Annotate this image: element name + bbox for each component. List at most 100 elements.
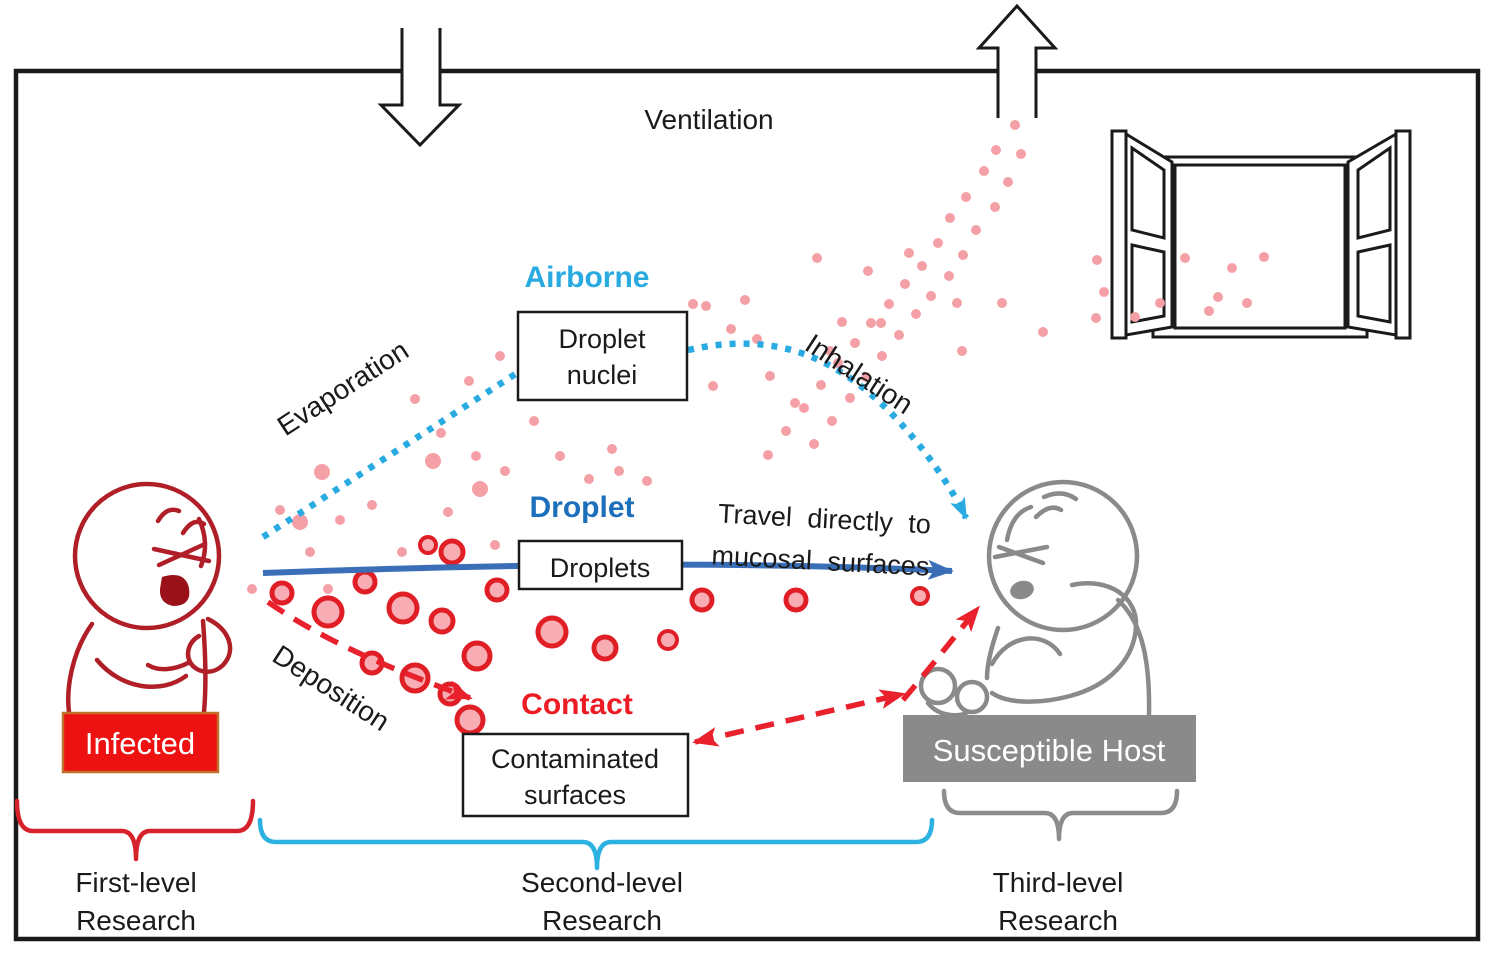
host-back [1115, 597, 1152, 717]
droplet-nuclei-box-frame [516, 310, 689, 402]
infected-body-right [200, 618, 208, 715]
inhalation-dotted-arrow [687, 340, 969, 520]
large-droplet [657, 629, 679, 651]
aerosol-dot [850, 338, 860, 348]
travel-directly-label-line1: Travel directly to [717, 498, 931, 539]
aerosol-dot [917, 261, 927, 271]
aerosol-dot [464, 376, 474, 386]
droplet-nuclei-text-line2: nuclei [567, 360, 638, 390]
large-droplet [910, 586, 930, 606]
droplet-nuclei-text-line1: Droplet [558, 324, 646, 354]
window-right-stile [1394, 129, 1412, 340]
aerosol-dot [990, 202, 1000, 212]
aerosol-dot [584, 474, 594, 484]
host-foot-line [925, 700, 971, 718]
aerosol-dot [305, 547, 315, 557]
large-droplet [783, 587, 809, 613]
aerosol-dot [833, 358, 843, 368]
aerosol-dot [1180, 253, 1190, 263]
window-left-pane-lower-panel [1130, 243, 1166, 324]
large-droplet [591, 634, 619, 662]
window-frame [1173, 163, 1347, 330]
aerosol-dot [490, 540, 500, 550]
host-torso-line [984, 625, 1001, 681]
aerosol-dot [884, 299, 894, 309]
infected-person-figure [66, 481, 233, 715]
aerosol-dot [495, 351, 505, 361]
aerosol-dot [335, 515, 345, 525]
aerosol-dot [500, 466, 510, 476]
contact-hand-face-dashed-arrow [900, 605, 981, 702]
aerosol-dot [436, 428, 446, 438]
infected-tag-box [61, 711, 220, 774]
aerosol-dot [991, 145, 1001, 155]
infected-chest [94, 657, 189, 689]
aerosol-dot [763, 450, 773, 460]
medium-droplet-dot [472, 481, 488, 497]
large-droplet [311, 595, 345, 629]
contaminated-surfaces-box: Contaminated surfaces [461, 732, 690, 818]
aerosol-dot [275, 505, 285, 515]
large-droplet [352, 569, 378, 595]
large-droplet [269, 580, 295, 606]
infected-brow-left [155, 507, 182, 524]
large-droplet [386, 591, 420, 625]
aerosol-dot [781, 426, 791, 436]
host-brow-left [1004, 504, 1034, 543]
aerosol-dot [866, 318, 876, 328]
aerosol-dot [397, 547, 407, 557]
window-left-stile [1110, 129, 1128, 340]
aerosol-dot [809, 439, 819, 449]
aerosol-dot [1016, 149, 1026, 159]
aerosol-dot [701, 301, 711, 311]
medium-droplet-dot [425, 453, 441, 469]
droplets-box: Droplets [517, 539, 684, 591]
aerosol-dot [367, 500, 377, 510]
aerosol-dot [1204, 306, 1214, 316]
aerosol-dot [642, 476, 652, 486]
droplets-text: Droplets [550, 553, 651, 583]
window-right-pane-upper-panel [1356, 145, 1392, 240]
large-droplets [269, 535, 930, 736]
infected-tag: Infected [61, 711, 220, 774]
aerosol-dot [845, 393, 855, 403]
contaminated-text-line1: Contaminated [491, 744, 659, 774]
aerosol-dot [1092, 255, 1102, 265]
susceptible-host-figure [918, 479, 1152, 718]
large-droplet [689, 587, 715, 613]
aerosol-dot [688, 299, 698, 309]
second-level-brace [257, 817, 935, 871]
medium-droplet-dot [314, 464, 330, 480]
research-braces [14, 788, 1180, 871]
second-level-label-line2: Research [542, 905, 662, 936]
aerosol-dot [1155, 298, 1165, 308]
aerosol-dot [1259, 252, 1269, 262]
ventilation-outflow-arrow-icon [975, 3, 1059, 118]
susceptible-host-tag-box [903, 715, 1196, 782]
susceptible-host-tag-text: Susceptible Host [933, 733, 1166, 768]
aerosol-dot [247, 584, 257, 594]
large-droplet [418, 535, 438, 555]
evaporation-label: Evaporation [272, 334, 414, 441]
host-hand-right [954, 679, 990, 715]
host-hand-left [918, 666, 958, 706]
aerosol-dot [904, 248, 914, 258]
aerosol-dot [1130, 312, 1140, 322]
aerosol-dot [323, 584, 333, 594]
host-knee [989, 636, 1063, 667]
aerosol-dot [1038, 327, 1048, 337]
first-level-label-line1: First-level [75, 867, 196, 898]
contaminated-text-line2: surfaces [524, 780, 626, 810]
aerosol-dot [812, 253, 822, 263]
aerosol-dot [1227, 263, 1237, 273]
infected-open-mouth [159, 575, 190, 606]
aerosol-dot [1003, 177, 1013, 187]
droplets-box-frame [517, 539, 684, 591]
aerosol-dot [952, 298, 962, 308]
travel-directly-label-line2: mucosal surfaces [711, 540, 930, 581]
droplet-nuclei-box: Droplet nuclei [516, 310, 689, 402]
ventilation-label: Ventilation [644, 104, 773, 135]
infected-forearm [145, 659, 193, 672]
room-border [13, 68, 1481, 942]
